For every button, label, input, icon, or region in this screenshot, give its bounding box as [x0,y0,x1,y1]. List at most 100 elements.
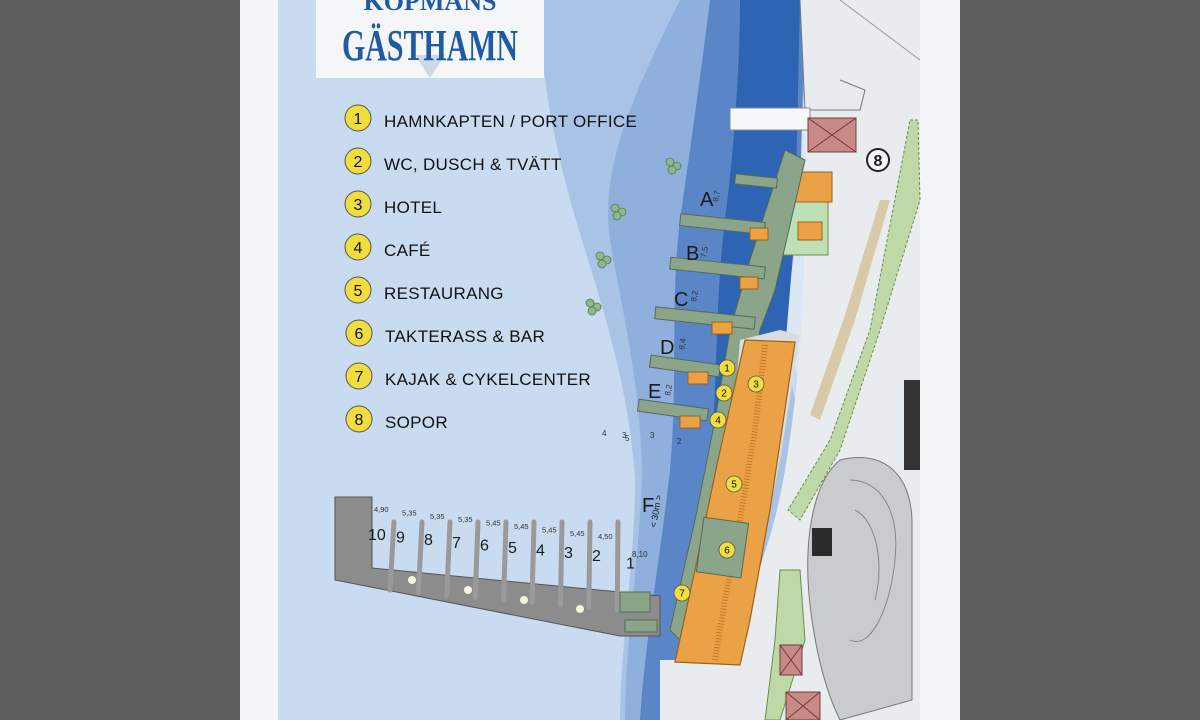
legend-number: 1 [354,111,363,128]
legend-number-badge [345,405,373,433]
legend-number: 3 [354,197,363,214]
slip-finger [529,519,537,605]
legend-number: 2 [354,154,363,171]
legend-label: HOTEL [384,198,442,217]
slip-finger [614,519,621,613]
berth-depth: 8,2 [663,383,674,396]
legend-number-badge [344,276,372,304]
pier-lights [408,576,584,613]
jetty-a [734,173,778,189]
dark-building [812,528,832,556]
legend-label: HAMNKAPTEN / PORT OFFICE [384,112,637,131]
slip-number: 10 [368,527,386,544]
map-marker-label: 4 [715,416,721,427]
legend-label: TAKTERASS & BAR [385,327,545,346]
water-depth: 2 [677,437,682,446]
title-main: GÄSTHAMN [342,21,518,70]
contour-line [854,509,880,601]
slip-number: 6 [480,537,489,554]
slip-depth: 5,35 [458,515,473,524]
slip-number: 9 [396,530,405,547]
legend-number: 4 [354,240,363,257]
berth-letter: A [700,189,714,211]
slip-number: 7 [452,535,461,552]
guest-pier [334,496,661,637]
pier-walkway [624,619,658,633]
legend-label: RESTAURANG [384,284,504,303]
map-marker [715,384,733,402]
hotel-building [674,339,796,666]
legend-number: 5 [354,283,363,300]
berth-letter: F [642,495,654,517]
dark-structure [904,380,920,470]
recycling-marker-ring [866,148,890,172]
recycling-marker: 8 [866,148,890,172]
jetty-e [636,398,710,422]
slip-fingers [387,519,621,613]
slip-depth: 5,45 [570,529,585,538]
slip-labels: 104,9095,3585,3575,3565,4555,4545,4535,4… [368,505,635,572]
building-roof-cross [785,691,821,720]
berth-depth: 8,2 [689,289,700,302]
legend-label: SOPOR [385,413,448,432]
map-marker [673,584,691,602]
slip-number: 3 [564,545,573,562]
slip-number: 2 [592,548,601,565]
berth-letter: E [648,381,661,403]
map-marker-label: 1 [724,364,730,375]
slip-finger [586,519,593,610]
legend-number: 8 [355,412,364,429]
legend-label: WC, DUSCH & TVÄTT [384,155,562,174]
water-depth: 3 [622,431,627,440]
jetty-huts [679,227,769,429]
berth-letter: C [674,289,688,311]
map-marker [747,375,765,393]
legend-label: KAJAK & CYKELCENTER [385,370,591,389]
legend-label: CAFÉ [384,241,431,260]
berth-letter: B [686,243,699,265]
map-marker-label: 3 [753,380,759,391]
map-marker-label: 5 [731,480,737,491]
map-marker-label: 7 [679,589,685,600]
path-strip [810,200,890,420]
building-roof-cross [779,644,803,676]
slip-finger [387,519,397,593]
berth-depth: 8,4 [677,337,688,350]
map-marker [718,359,736,377]
slip-finger [444,519,453,598]
jetty-hut [739,276,759,290]
orange-building-small [797,221,823,241]
slip-depth: 5,35 [402,508,417,517]
slip-depth: 4,50 [598,532,613,541]
legend-item: 1 HAMNKAPTEN / PORT OFFICE [344,104,637,132]
legend-number-badge [345,362,373,390]
berth-letter: D [660,337,674,359]
legend-item: 7 KAJAK & CYKELCENTER [345,362,591,390]
road-outline [799,0,866,111]
map-marker-label: 2 [721,389,727,400]
slip-finger [557,519,565,608]
recycling-marker-label: 8 [874,153,883,170]
slip-finger [472,519,481,600]
legend-number-badge [345,319,373,347]
north-quay [729,107,811,131]
slip-number: 8 [424,532,433,549]
jetty-b [669,256,766,280]
slip-depth: 5,45 [542,525,557,534]
building-roof-ridge [712,344,768,661]
slip-number: 1 [626,555,635,572]
jetties [636,173,778,422]
legend-item: 8 SOPOR [345,405,448,433]
berth-depth: 7,5 [699,245,710,258]
water-depth: 3 [650,431,655,440]
water-depth: 5 [625,434,630,443]
pier-ramp [619,591,651,613]
legend-number: 7 [355,369,364,386]
slip-finger [501,519,509,603]
slip-finger [415,519,425,595]
road-line [839,0,921,61]
